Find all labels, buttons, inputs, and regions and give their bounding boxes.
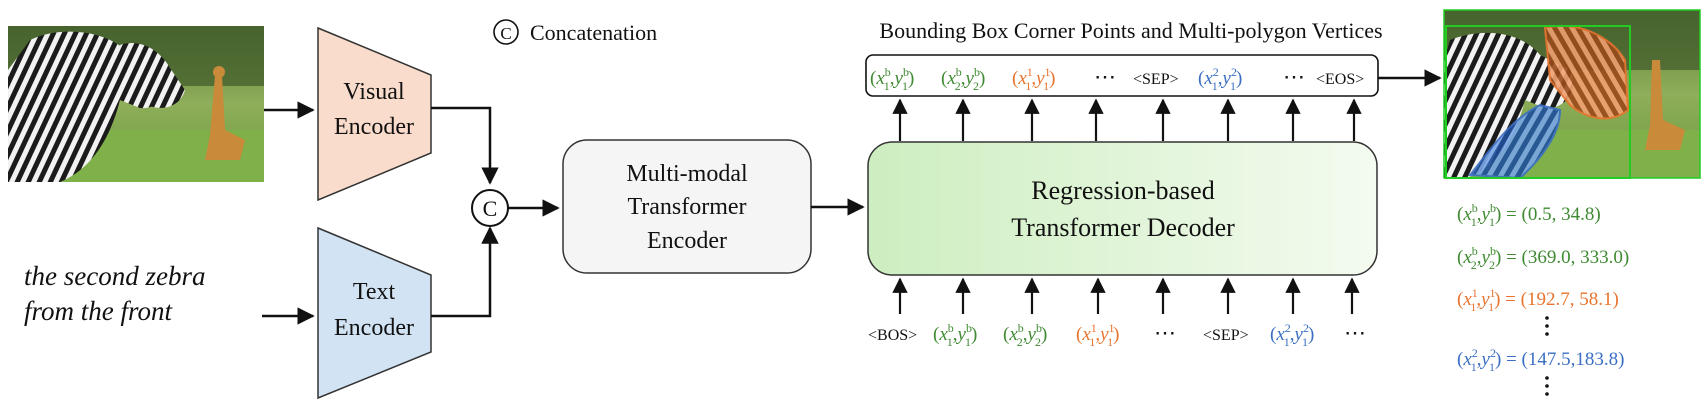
concat-symbol: C [483,196,498,221]
concat-node: C [471,189,509,227]
mm-encoder-label-2: Transformer [627,194,746,220]
orange-polygon [1543,24,1630,120]
result-image [1443,9,1701,180]
output-token-box [865,54,1379,97]
legend-concatenation: C Concatenation [493,19,657,45]
visual-encoder [317,26,432,202]
legend-label: Concatenation [530,20,657,45]
decoder-output-arrows [892,98,1362,141]
in-token-bos: <BOS> [868,327,917,344]
input-image [8,26,264,182]
regression-transformer-decoder [867,141,1378,276]
text-encoder-label-1: Text [353,279,396,305]
decoder-label-1: Regression-based [1031,176,1214,205]
visual-encoder-label-2: Encoder [334,114,414,140]
decoder-label-2: Transformer Decoder [1011,213,1235,242]
text-encoder [317,226,432,400]
visual-to-concat-arrow [431,106,499,185]
legend-symbol: C [500,24,511,43]
vertical-ellipsis-1 [1545,316,1549,336]
vertical-ellipsis-2 [1545,376,1549,396]
text-to-concat-arrow [431,226,499,318]
out-ellipsis-1: ⋯ [1094,64,1116,89]
input-text-line2: from the front [24,296,173,326]
out-ellipsis-2: ⋯ [1283,64,1305,89]
out-token-sep: <SEP> [1133,71,1179,88]
mm-encoder-label-3: Encoder [647,228,727,254]
in-ellipsis-1: ⋯ [1154,320,1176,345]
decoder-input-arrows [892,277,1360,314]
out-token-eos: <EOS> [1316,71,1364,88]
input-text-line1: the second zebra [24,261,205,291]
visual-encoder-label-1: Visual [343,79,405,105]
blue-polygon [1468,103,1562,180]
mm-encoder-label-1: Multi-modal [626,161,748,187]
output-title: Bounding Box Corner Points and Multi-pol… [879,18,1382,43]
in-ellipsis-2: ⋯ [1344,320,1366,345]
in-token-sep: <SEP> [1203,327,1249,344]
text-encoder-label-2: Encoder [334,315,414,341]
